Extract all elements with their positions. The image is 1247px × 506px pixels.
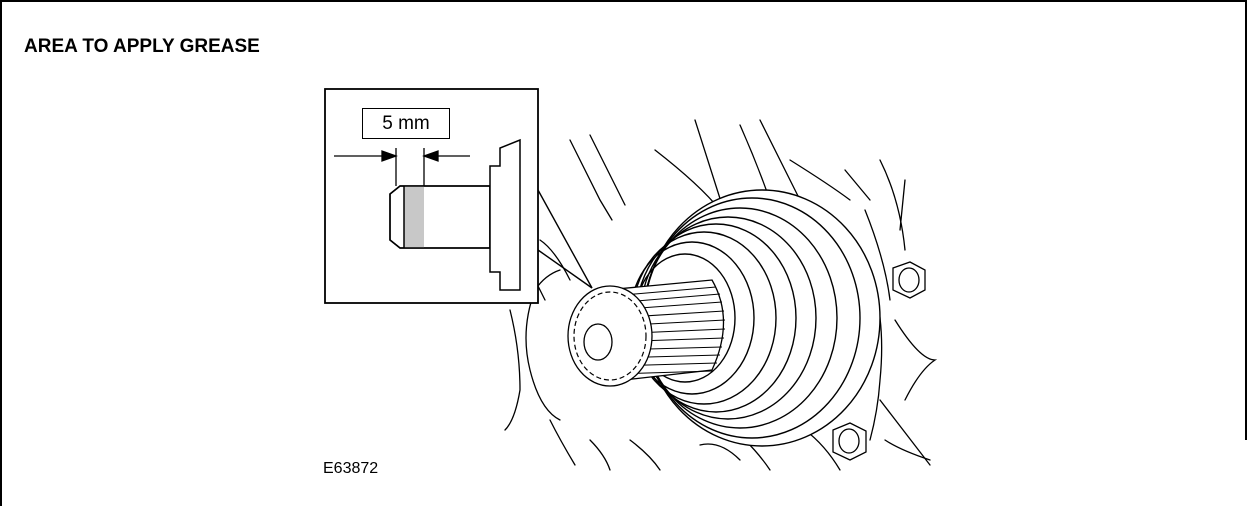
bolt-upper <box>892 261 926 299</box>
shaft-center-hole <box>583 323 613 361</box>
bolt-lower <box>832 422 867 461</box>
spline-teeth <box>573 291 647 381</box>
detail-flange <box>489 138 521 291</box>
splined-shaft <box>567 279 726 387</box>
frame-right-border <box>1245 0 1247 440</box>
frame-top-border <box>0 0 1247 2</box>
grease-area <box>404 186 424 248</box>
dimension-label: 5 mm <box>362 108 450 139</box>
dimension-arrows <box>334 148 470 186</box>
frame-left-border <box>0 0 2 506</box>
figure-code: E63872 <box>323 460 379 477</box>
detail-shaft <box>389 185 491 249</box>
callout-leader <box>537 189 593 289</box>
diagram-title: AREA TO APPLY GREASE <box>24 36 260 57</box>
